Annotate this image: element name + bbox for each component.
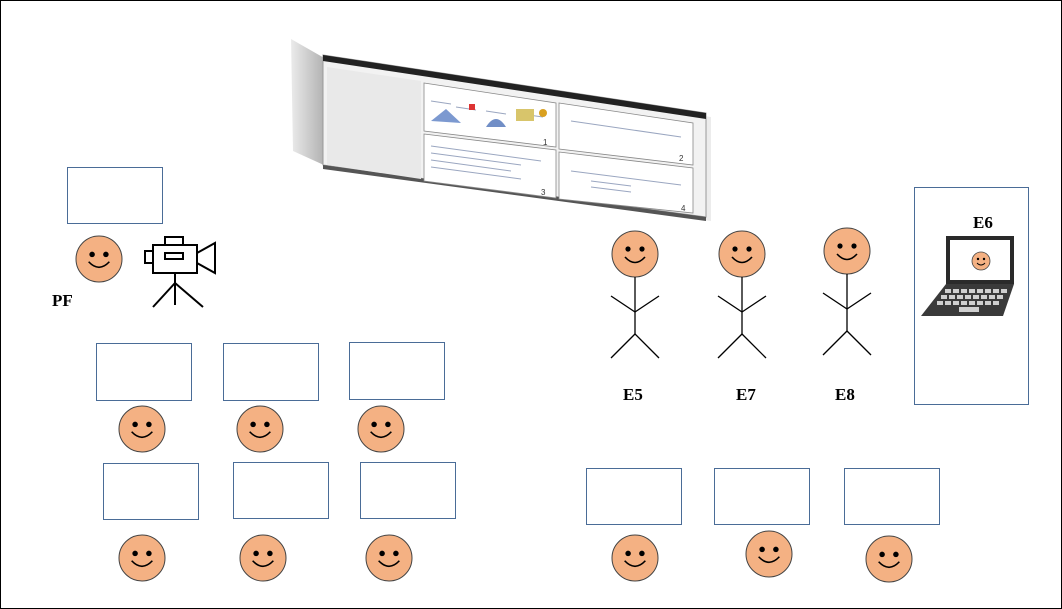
smiley-face-icon bbox=[239, 534, 287, 582]
student-desk bbox=[586, 468, 682, 525]
student-label-e7: E7 bbox=[736, 385, 756, 404]
smiley-face-icon bbox=[118, 534, 166, 582]
laptop-icon bbox=[921, 236, 1014, 316]
smiley-face-icon bbox=[357, 405, 405, 453]
smiley-face-icon bbox=[745, 530, 793, 578]
smiley-face-icon bbox=[611, 534, 659, 582]
stick-figure-e5-icon bbox=[610, 230, 660, 359]
smiley-face-icon bbox=[236, 405, 284, 453]
teacher-label: PF bbox=[52, 291, 73, 310]
board-panel-number: 4 bbox=[681, 204, 686, 213]
student-desk bbox=[233, 462, 329, 519]
interactive-board-icon: 1 2 3 4 bbox=[291, 39, 711, 221]
video-camera-icon bbox=[144, 236, 216, 308]
student-desk bbox=[349, 342, 445, 400]
student-desk bbox=[844, 468, 940, 525]
student-label-e5: E5 bbox=[623, 385, 643, 404]
student-label-e8: E8 bbox=[835, 385, 855, 404]
student-desk bbox=[223, 343, 319, 401]
student-desk bbox=[714, 468, 810, 525]
student-desk bbox=[360, 462, 456, 519]
board-panel-number: 3 bbox=[541, 188, 546, 197]
smiley-face-icon bbox=[118, 405, 166, 453]
stick-figure-e8-icon bbox=[822, 227, 872, 356]
board-panel-number: 2 bbox=[679, 154, 684, 163]
student-desk bbox=[96, 343, 192, 401]
student-desk bbox=[103, 463, 199, 520]
smiley-face-icon bbox=[865, 535, 913, 583]
smiley-face-icon bbox=[365, 534, 413, 582]
teacher-face-icon bbox=[75, 235, 123, 283]
stick-figure-e7-icon bbox=[717, 230, 767, 359]
teacher-desk bbox=[67, 167, 163, 224]
board-panel-number: 1 bbox=[543, 138, 548, 147]
remote-student-label-e6: E6 bbox=[973, 213, 993, 232]
